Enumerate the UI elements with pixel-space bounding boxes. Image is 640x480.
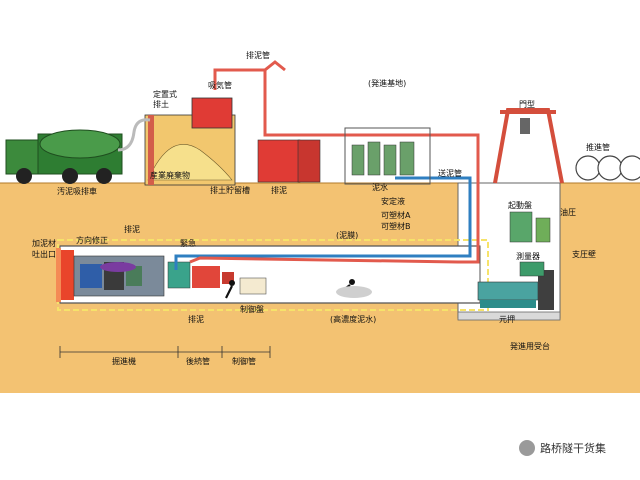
label-plastic-a: 可塑材A [381, 210, 411, 220]
worker-2-head [349, 279, 355, 285]
emergency-unit [167, 261, 191, 289]
mud-pile [336, 286, 372, 298]
truck-wheel-1 [16, 168, 32, 184]
shaft-floor [457, 311, 561, 321]
sludge-pipe-red [189, 60, 480, 264]
label-base-push: 元押 [499, 314, 515, 324]
truck-wheel-2 [62, 168, 78, 184]
gantry-hoist [520, 118, 530, 134]
follow-pipe [192, 266, 220, 288]
label-direction-fix: 方向修正 [76, 235, 108, 245]
label-mud-film: (泥膜) [336, 230, 358, 240]
label-send-pipe: 送泥管 [438, 168, 462, 178]
label-plastic-b: 可塑材B [381, 221, 411, 231]
tbm-block-3 [126, 266, 142, 286]
slurry-tank-4 [399, 141, 415, 176]
label-watermark: 路桥隧干货集 [540, 441, 606, 455]
label-measuring: 測量器 [516, 251, 540, 261]
label-gantry: 門型 [519, 100, 535, 109]
launch-stand-block [480, 300, 536, 308]
base-push-jack [477, 281, 539, 301]
label-stabilizer: 安定液 [381, 196, 405, 206]
wechat-icon [519, 440, 535, 456]
label-vacuum-truck: 汚泥吸排車 [57, 186, 97, 196]
measuring-device [519, 261, 545, 277]
sludge-storage-tank-2 [297, 139, 321, 183]
label-discharge-mud-2: 排泥 [124, 224, 140, 234]
label-fixed-soil: 定置式排土 [153, 89, 177, 109]
label-add-mud-2: 吐出口 [32, 249, 56, 259]
label-follow-pipe: 後続管 [186, 356, 210, 366]
label-waste: 産業廃棄物 [150, 170, 190, 180]
label-oil-pressure: 油圧 [560, 207, 576, 217]
push-pipe-2 [597, 155, 623, 181]
hopper-tank [191, 97, 233, 129]
label-discharge-mud: 排泥 [271, 185, 287, 195]
slurry-plant-frame [344, 127, 431, 185]
slurry-pipe-blue [174, 176, 472, 270]
label-suction-pipe: 吸気管 [208, 80, 232, 90]
label-add-mud-1: 加泥材 [32, 238, 56, 248]
truck-tank [39, 129, 121, 159]
label-soil-storage: 排土貯留槽 [210, 185, 250, 195]
slurry-tank-2 [367, 141, 381, 176]
slurry-tank-1 [351, 144, 365, 176]
sludge-storage-tank [257, 139, 301, 183]
oil-unit-box [535, 217, 551, 243]
label-control-pipe: 制御管 [232, 356, 256, 366]
cutter-face [60, 250, 74, 300]
label-sludge-pipe-top: 排泥管 [246, 50, 270, 60]
truck-hose [117, 118, 151, 152]
label-launch-stand: 発進用受台 [510, 341, 550, 351]
sludge-pipe-red-2 [213, 68, 265, 90]
label-discharge-mud-3: 排泥 [188, 314, 204, 324]
hopper-support-left [148, 115, 154, 185]
starting-panel-box [509, 211, 533, 243]
label-launch-base: (発進基地) [368, 78, 406, 88]
direction-cylinder [100, 262, 136, 272]
support-wall [538, 270, 554, 310]
slurry-tank-3 [383, 144, 397, 176]
label-push-pipe: 推進管 [586, 142, 610, 152]
label-starting-panel: 起動盤 [508, 200, 532, 210]
label-high-density: (高濃度泥水) [330, 314, 376, 324]
cutter-face-edge [56, 248, 61, 302]
label-support-wall: 支圧壁 [572, 249, 596, 259]
push-pipe-1 [575, 155, 601, 181]
worker-1-body [225, 285, 233, 299]
control-box [239, 277, 267, 295]
label-slurry-water: 泥水 [372, 182, 388, 192]
label-control-panel: 制御盤 [240, 304, 264, 314]
push-pipe-3 [619, 155, 640, 181]
label-tbm: 掘進機 [112, 356, 136, 366]
label-emergency: 緊急 [180, 238, 196, 248]
truck-wheel-3 [96, 168, 112, 184]
tbm-block-1 [80, 264, 102, 288]
worker-1-head [229, 280, 235, 286]
waste-pile [147, 144, 233, 181]
